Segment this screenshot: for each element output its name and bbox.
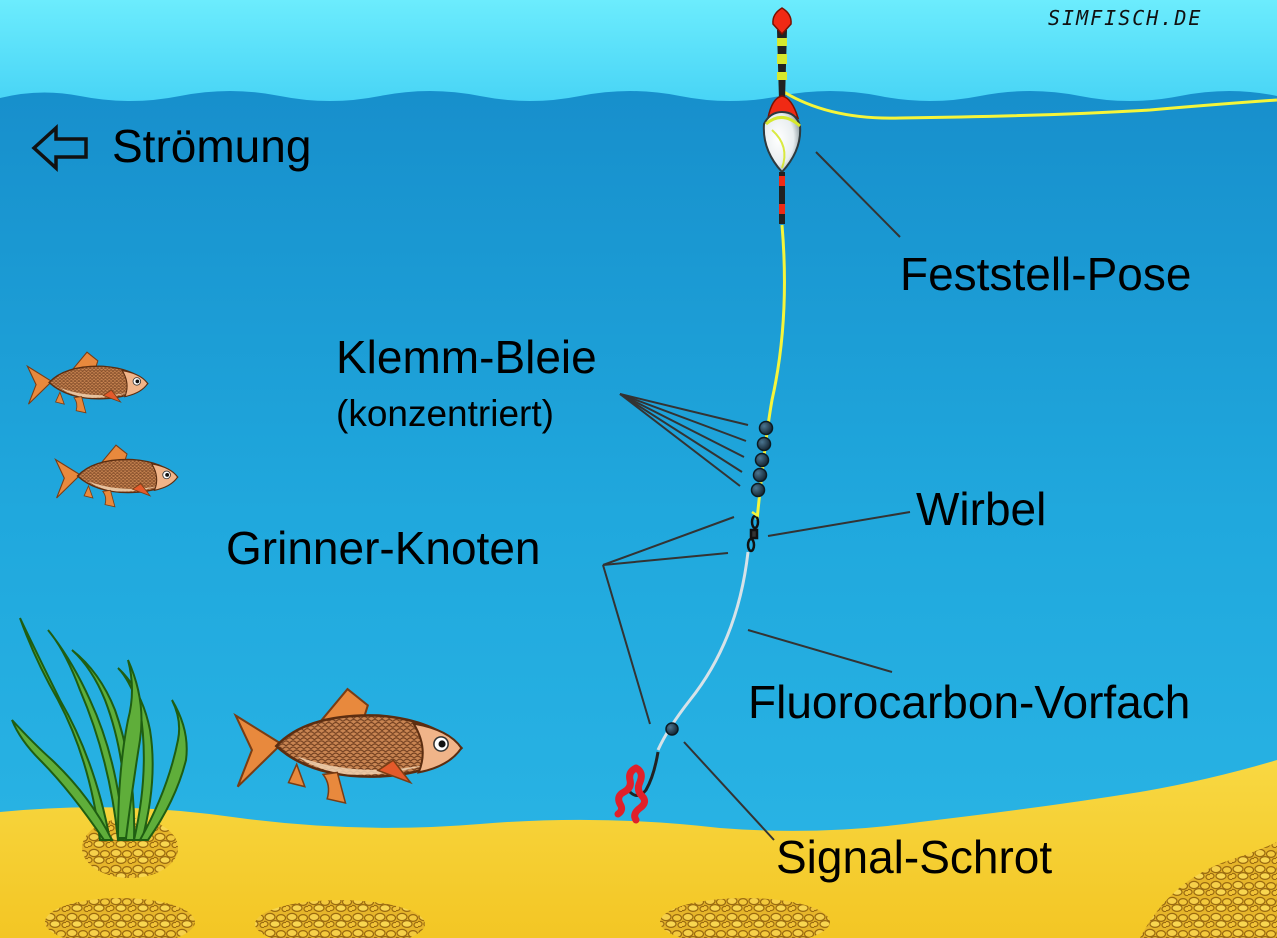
hook-bait xyxy=(614,751,660,824)
swivel xyxy=(746,510,760,553)
signal-shot xyxy=(665,722,679,736)
float-antenna xyxy=(777,30,787,100)
split-shot xyxy=(750,482,766,498)
current-label: Strömung xyxy=(112,120,311,172)
label-grinner-knot: Grinner-Knoten xyxy=(226,522,541,574)
main-line-surface xyxy=(783,90,1277,120)
annotation-leaders xyxy=(602,151,911,841)
split-shot-cluster xyxy=(750,420,774,498)
split-shot xyxy=(752,467,768,483)
worm-bait xyxy=(614,764,649,824)
label-leader: Fluorocarbon-Vorfach xyxy=(748,676,1190,728)
float-tip xyxy=(772,7,792,36)
split-shot xyxy=(758,420,774,436)
split-shot xyxy=(754,452,770,468)
label-signal-shot: Signal-Schrot xyxy=(776,831,1052,883)
float-stem xyxy=(779,172,785,224)
float xyxy=(762,7,802,224)
split-shot xyxy=(756,436,772,452)
label-swivel: Wirbel xyxy=(916,483,1046,535)
label-split-shot: Klemm-Bleie xyxy=(336,331,597,383)
river-bed xyxy=(0,760,1277,938)
left-arrow-icon xyxy=(31,124,88,172)
watermark: SIMFISCH.DE xyxy=(1048,6,1202,30)
label-split-shot-note: (konzentriert) xyxy=(336,393,554,434)
label-float: Feststell-Pose xyxy=(900,248,1191,300)
water-weed xyxy=(11,617,188,841)
